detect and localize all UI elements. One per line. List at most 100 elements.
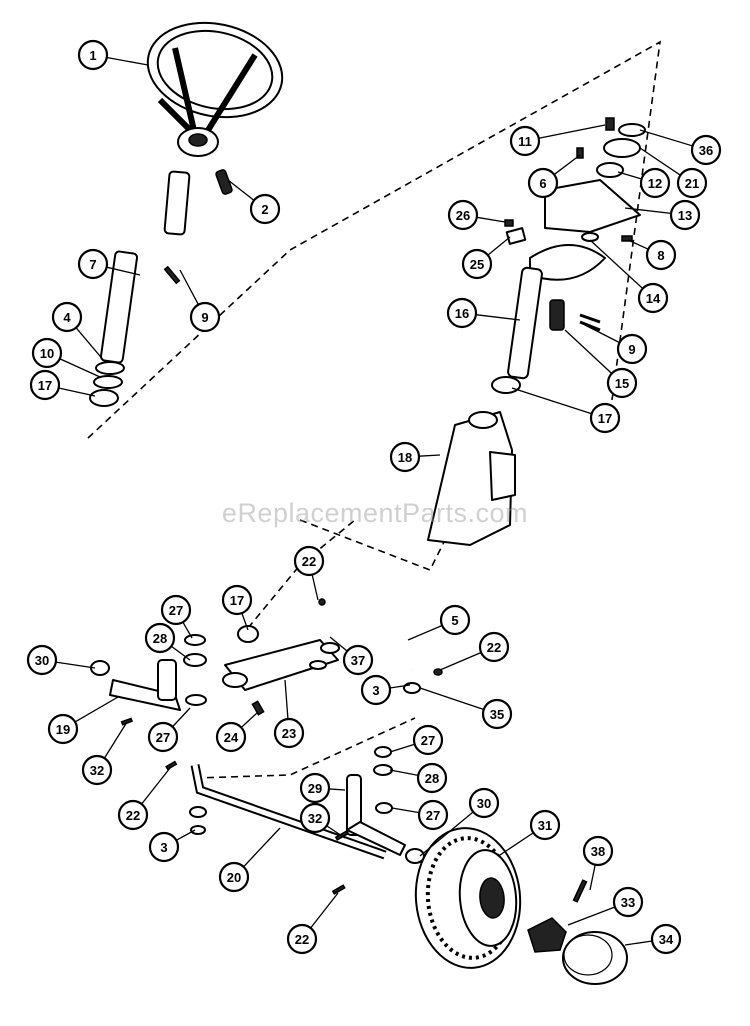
- callout-bubble: [144, 622, 176, 654]
- callout-label: 28: [425, 771, 439, 786]
- callout-bubble: [47, 713, 79, 745]
- leader-line: [243, 827, 281, 868]
- callout-27: 27: [417, 799, 449, 831]
- leader-line: [567, 906, 616, 926]
- callout-label: 24: [224, 730, 239, 745]
- callout-label: 27: [421, 733, 435, 748]
- callout-18: 18: [389, 441, 421, 473]
- leader-line: [639, 147, 681, 176]
- callout-bubble: [439, 604, 471, 636]
- callout-bubble: [481, 698, 513, 730]
- callout-14: 14: [637, 282, 669, 314]
- callout-bubble: [639, 167, 671, 199]
- wheel-tire-part: [405, 827, 628, 985]
- callout-label: 22: [302, 554, 316, 569]
- callout-bubble: [509, 125, 541, 157]
- leader-line: [624, 207, 672, 215]
- callout-bubble: [690, 134, 722, 166]
- callout-label: 1: [89, 48, 96, 63]
- column-housing-part: [427, 411, 516, 546]
- callout-bubble: [389, 441, 421, 473]
- leader-line: [175, 829, 196, 841]
- callout-label: 11: [518, 134, 532, 149]
- callout-bubble: [293, 545, 325, 577]
- leader-line: [55, 661, 96, 669]
- callout-label: 17: [230, 593, 244, 608]
- callout-bubble: [117, 799, 149, 831]
- callout-31: 31: [529, 809, 561, 841]
- leader-line: [624, 940, 653, 946]
- callout-bubble: [31, 337, 63, 369]
- leader-line: [639, 129, 693, 147]
- leader-line: [564, 329, 613, 374]
- callout-bubble: [342, 644, 374, 676]
- leader-line: [182, 621, 193, 639]
- callout-3: 3: [360, 674, 392, 706]
- callout-label: 22: [126, 808, 140, 823]
- callout-label: 33: [621, 895, 635, 910]
- leader-line: [74, 696, 119, 723]
- callout-4: 4: [51, 301, 83, 333]
- callout-bubble: [612, 886, 644, 918]
- leader-line: [326, 825, 346, 839]
- callout-23: 23: [273, 717, 305, 749]
- leader-line: [103, 721, 128, 759]
- callout-12: 12: [639, 167, 671, 199]
- callout-bubble: [447, 199, 479, 231]
- callout-label: 13: [678, 208, 692, 223]
- callout-bubble: [26, 644, 58, 676]
- callout-bubble: [221, 584, 253, 616]
- callout-bubble: [637, 282, 669, 314]
- callout-bubble: [360, 674, 392, 706]
- callout-bubble: [215, 721, 247, 753]
- callout-34: 34: [650, 923, 682, 955]
- callout-label: 30: [35, 653, 49, 668]
- callout-11: 11: [509, 125, 541, 157]
- callout-bubble: [645, 239, 677, 271]
- leader-line: [389, 769, 419, 777]
- callout-30: 30: [468, 787, 500, 819]
- leader-line: [141, 767, 171, 805]
- callout-label: 31: [538, 818, 552, 833]
- callout-bubble: [51, 301, 83, 333]
- leader-line: [310, 892, 339, 929]
- callout-bubble: [29, 369, 61, 401]
- callout-label: 32: [308, 811, 322, 826]
- leader-line: [389, 684, 411, 689]
- callout-29: 29: [299, 772, 331, 804]
- callout-9: 9: [616, 333, 648, 365]
- callout-16: 16: [446, 297, 478, 329]
- callout-label: 28: [153, 631, 167, 646]
- callout-22: 22: [286, 923, 318, 955]
- leader-line: [328, 788, 346, 791]
- callout-38: 38: [582, 835, 614, 867]
- callout-9: 9: [189, 301, 221, 333]
- callout-label: 30: [477, 796, 491, 811]
- callout-label: 9: [628, 342, 635, 357]
- leader-line: [553, 154, 581, 176]
- callout-label: 36: [699, 143, 713, 158]
- steering-shaft-part: [89, 169, 233, 407]
- callout-bubble: [616, 333, 648, 365]
- callout-label: 8: [657, 248, 664, 263]
- callout-27: 27: [412, 724, 444, 756]
- callout-label: 14: [646, 291, 661, 306]
- leader-line: [284, 679, 289, 720]
- callout-label: 25: [470, 257, 484, 272]
- leader-line: [106, 56, 149, 66]
- callout-6: 6: [527, 167, 559, 199]
- callout-1: 1: [77, 39, 109, 71]
- callout-bubble: [299, 802, 331, 834]
- callout-32: 32: [81, 754, 113, 786]
- callout-label: 29: [308, 781, 322, 796]
- callout-2: 2: [249, 193, 281, 225]
- callout-bubble: [77, 248, 109, 280]
- callout-bubble: [273, 717, 305, 749]
- steering-wheel-part: [146, 21, 284, 157]
- callout-bubble: [669, 199, 701, 231]
- callout-label: 22: [487, 640, 501, 655]
- leader-line: [475, 314, 521, 321]
- callout-bubble: [606, 367, 638, 399]
- leader-line: [439, 651, 482, 671]
